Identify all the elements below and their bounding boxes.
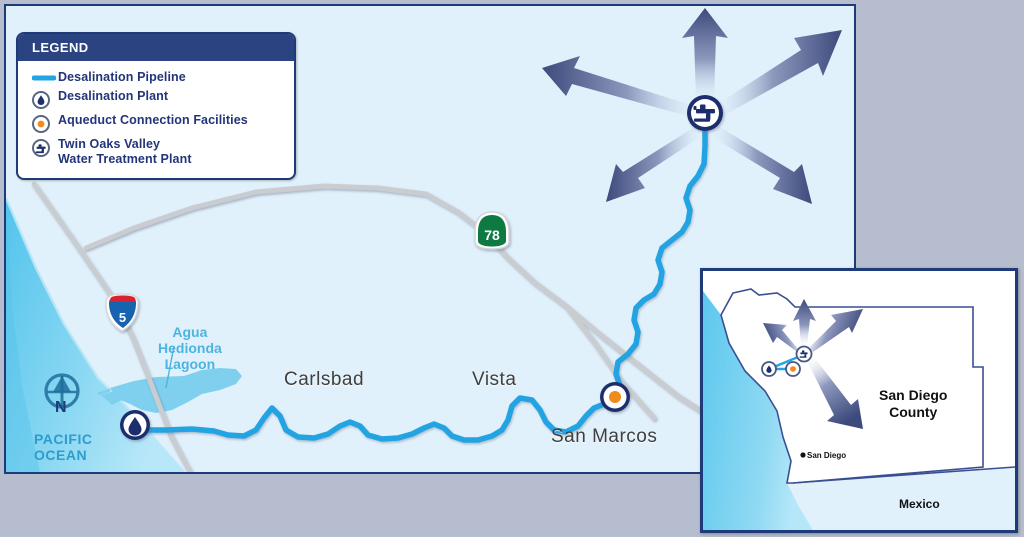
arrow-northwest xyxy=(542,56,698,119)
inset-arrow-north xyxy=(793,299,816,347)
city-label-san-marcos: San Marcos xyxy=(551,426,658,447)
svg-text:5: 5 xyxy=(119,310,126,325)
inset-map-graphics xyxy=(703,271,1015,530)
arrow-southeast xyxy=(712,126,812,204)
aqueduct-connection-icon xyxy=(32,113,58,133)
arrow-southwest xyxy=(606,126,702,202)
inset-arrow-south xyxy=(807,357,863,429)
pipeline-line-icon xyxy=(32,70,58,84)
marker-aqueduct-connection[interactable] xyxy=(600,382,630,412)
ocean-shading-band xyxy=(6,198,40,472)
inset-distribution-arrows xyxy=(763,299,863,429)
legend-label-2: Aqueduct Connection Facilities xyxy=(58,113,248,127)
inset-ocean-area xyxy=(703,291,813,530)
inset-label-san-diego-county: San Diego County xyxy=(879,387,947,421)
inset-san-diego-dot xyxy=(800,452,806,458)
lagoon-line2: Hedionda xyxy=(158,340,222,356)
distribution-arrows xyxy=(542,8,842,204)
inset-arrow-northwest xyxy=(763,323,800,354)
legend-title: LEGEND xyxy=(18,34,294,61)
compass-north-label: N xyxy=(55,399,67,416)
legend-label-1: Desalination Plant xyxy=(58,89,169,103)
legend-item-desalination-plant[interactable]: Desalination Plant xyxy=(18,87,294,111)
lagoon-line1: Agua xyxy=(172,324,208,340)
arrow-north xyxy=(682,8,728,101)
main-map-panel: 5 78 xyxy=(4,4,856,474)
inset-mexico-border xyxy=(792,466,1015,484)
arrow-northeast xyxy=(716,30,842,117)
city-label-vista: Vista xyxy=(472,369,517,390)
desalination-plant-icon xyxy=(32,89,58,109)
inset-county-line1: San Diego xyxy=(879,387,948,403)
legend-label-3-line2: Water Treatment Plant xyxy=(58,152,192,166)
legend-label-0: Desalination Pipeline xyxy=(58,70,186,84)
inset-county-line2: County xyxy=(889,404,938,420)
desalination-pipeline xyxy=(133,119,708,443)
road-network xyxy=(31,181,709,472)
ocean-label-pacific-ocean: PACIFIC OCEAN xyxy=(34,431,92,463)
inset-locator-map: San Diego County San Diego Mexico xyxy=(700,268,1018,533)
interstate-5-shield: 5 xyxy=(105,293,139,332)
road-i5 xyxy=(31,181,193,472)
legend-label-3-line1: Twin Oaks Valley xyxy=(58,137,161,151)
legend-items: Desalination Pipeline Desalination Plant xyxy=(18,61,294,178)
inset-marker-desalination-plant[interactable] xyxy=(761,361,777,377)
marker-water-treatment-plant[interactable] xyxy=(687,95,723,131)
inset-marker-water-treatment-plant[interactable] xyxy=(795,345,813,363)
legend-item-desalination-pipeline[interactable]: Desalination Pipeline xyxy=(18,68,294,87)
inset-arrow-northeast xyxy=(810,309,863,352)
inset-label-mexico: Mexico xyxy=(899,497,940,511)
ocean-line2: OCEAN xyxy=(34,447,88,463)
legend-box: LEGEND Desalination Pipeline xyxy=(16,32,296,180)
road-connector xyxy=(563,303,657,421)
road-sr78 xyxy=(83,183,709,417)
compass-rose-icon xyxy=(44,373,80,409)
legend-item-water-treatment-plant[interactable]: Twin Oaks Valley Water Treatment Plant xyxy=(18,135,294,169)
svg-text:78: 78 xyxy=(484,227,500,243)
legend-item-aqueduct-connection[interactable]: Aqueduct Connection Facilities xyxy=(18,111,294,135)
lagoon-line3: Lagoon xyxy=(164,356,216,372)
water-label-agua-hedionda-lagoon: Agua Hedionda Lagoon xyxy=(158,324,222,372)
inset-marker-aqueduct-connection[interactable] xyxy=(785,361,801,377)
legend-label-3: Twin Oaks Valley Water Treatment Plant xyxy=(58,137,192,167)
city-label-carlsbad: Carlsbad xyxy=(284,369,365,390)
inset-label-san-diego-city: San Diego xyxy=(807,451,847,460)
ocean-line1: PACIFIC xyxy=(34,431,93,447)
agua-hedionda-lagoon xyxy=(97,368,242,413)
lagoon-leader-line xyxy=(165,345,175,389)
state-route-78-shield: 78 xyxy=(474,211,510,250)
marker-desalination-plant[interactable] xyxy=(120,410,150,440)
water-treatment-plant-icon xyxy=(32,137,58,157)
